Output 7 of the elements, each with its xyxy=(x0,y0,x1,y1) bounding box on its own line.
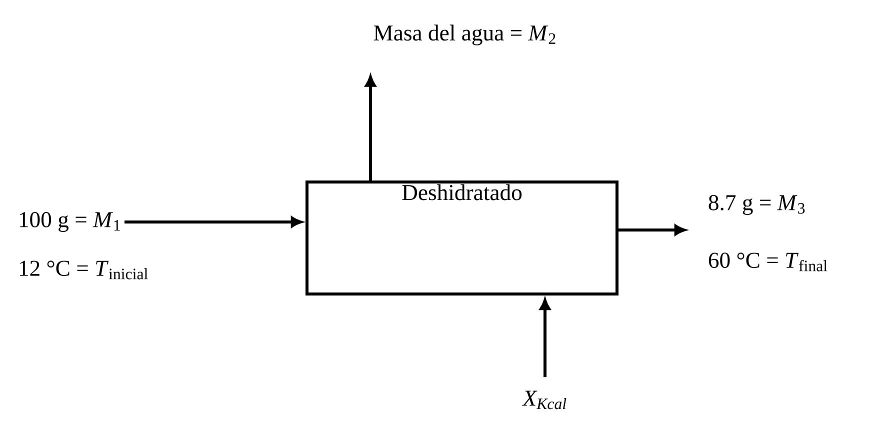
stream-label: 100 g = M$_{1}$ xyxy=(20,212,120,232)
stream-label: 8.7 g = M$_{3}$ xyxy=(708,195,805,215)
stream-label: X$_{Kcal}$ xyxy=(522,390,566,410)
process-box: Deshidratado xyxy=(306,180,618,296)
stream-label: Masa del agua = M$_{2}$ xyxy=(374,24,556,46)
stream-label: 60 °C = T$_{final}$ xyxy=(708,252,828,272)
stream-label: 12 °C = T$_{inicial}$ xyxy=(20,260,148,280)
